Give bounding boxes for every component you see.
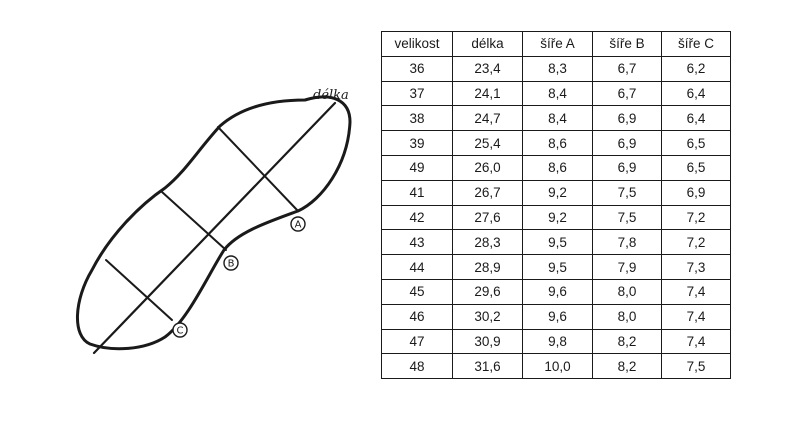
header-width-a: šíře A: [522, 31, 593, 57]
width-b-cell: 8,2: [592, 328, 662, 355]
marker-b-label: B: [228, 259, 235, 270]
length-cell: 28,9: [452, 254, 523, 280]
size-cell: 39: [381, 130, 453, 156]
size-cell: 47: [381, 328, 453, 355]
width-b-cell: 8,0: [592, 278, 662, 305]
width-b-cell: 8,0: [592, 303, 662, 330]
size-cell: 41: [381, 179, 453, 206]
size-cell: 44: [381, 254, 453, 280]
width-b-cell: 8,2: [592, 353, 662, 380]
width-b-cell: 6,9: [592, 154, 662, 181]
width-c-cell: 7,3: [661, 254, 731, 280]
width-a-cell: 9,8: [522, 328, 593, 355]
marker-c-label: C: [177, 326, 184, 337]
length-cell: 24,7: [452, 105, 523, 132]
size-cell: 49: [381, 154, 453, 181]
sole-measurement-diagram: A B C délka: [76, 88, 352, 355]
length-cell: 26,7: [452, 179, 523, 206]
width-line-b: [105, 259, 173, 321]
width-c-cell: 7,5: [661, 353, 731, 380]
size-cell: 36: [381, 55, 453, 82]
size-cell: 37: [381, 80, 453, 107]
width-a-cell: 10,0: [522, 353, 593, 380]
width-c-cell: 7,4: [661, 303, 731, 330]
width-a-cell: 8,3: [522, 55, 593, 82]
length-cell: 25,4: [452, 130, 523, 156]
header-size: velikost: [381, 31, 453, 57]
width-b-cell: 6,9: [592, 105, 662, 132]
size-cell: 48: [381, 353, 453, 380]
size-cell: 45: [381, 278, 453, 305]
length-cell: 27,6: [452, 204, 523, 231]
length-cell: 30,2: [452, 303, 523, 330]
width-c-cell: 6,5: [661, 154, 731, 181]
length-cell: 31,6: [452, 353, 523, 380]
header-width-c: šíře C: [661, 31, 731, 57]
marker-c: C: [172, 322, 188, 338]
width-a-cell: 9,2: [522, 179, 593, 206]
length-cell: 24,1: [452, 80, 523, 107]
size-cell: 43: [381, 229, 453, 256]
width-c-cell: 6,5: [661, 130, 731, 156]
width-a-cell: 8,4: [522, 105, 593, 132]
width-a-cell: 9,2: [522, 204, 593, 231]
size-cell: 46: [381, 303, 453, 330]
length-cell: 30,9: [452, 328, 523, 355]
width-a-cell: 9,5: [522, 254, 593, 280]
length-cell: 29,6: [452, 278, 523, 305]
header-length: délka: [452, 31, 523, 57]
width-c-cell: 7,4: [661, 328, 731, 355]
width-line-a: [161, 191, 227, 251]
width-b-cell: 6,9: [592, 130, 662, 156]
header-width-b: šíře B: [592, 31, 662, 57]
width-c-cell: 6,4: [661, 105, 731, 132]
sole-outline: [76, 95, 352, 351]
marker-b: B: [223, 255, 239, 271]
width-b-cell: 6,7: [592, 55, 662, 82]
length-cell: 26,0: [452, 154, 523, 181]
width-b-cell: 7,5: [592, 204, 662, 231]
width-a-cell: 8,4: [522, 80, 593, 107]
length-axis-line: [92, 101, 337, 355]
width-a-cell: 9,6: [522, 278, 593, 305]
width-b-cell: 7,8: [592, 229, 662, 256]
length-label: délka: [313, 88, 349, 103]
length-cell: 23,4: [452, 55, 523, 82]
width-a-cell: 9,5: [522, 229, 593, 256]
width-b-cell: 7,9: [592, 254, 662, 280]
width-a-cell: 8,6: [522, 130, 593, 156]
table-header-row: velikost délka šíře A šíře B šíře C: [381, 31, 731, 57]
marker-a-label: A: [295, 220, 302, 231]
width-b-cell: 6,7: [592, 80, 662, 107]
length-cell: 28,3: [452, 229, 523, 256]
width-c-cell: 6,9: [661, 179, 731, 206]
width-c-cell: 7,2: [661, 204, 731, 231]
width-c-cell: 6,2: [661, 55, 731, 82]
marker-a: A: [290, 216, 306, 232]
width-line-top: [217, 126, 299, 212]
width-c-cell: 7,4: [661, 278, 731, 305]
width-c-cell: 7,2: [661, 229, 731, 256]
width-a-cell: 9,6: [522, 303, 593, 330]
size-cell: 38: [381, 105, 453, 132]
width-b-cell: 7,5: [592, 179, 662, 206]
size-cell: 42: [381, 204, 453, 231]
width-a-cell: 8,6: [522, 154, 593, 181]
width-c-cell: 6,4: [661, 80, 731, 107]
